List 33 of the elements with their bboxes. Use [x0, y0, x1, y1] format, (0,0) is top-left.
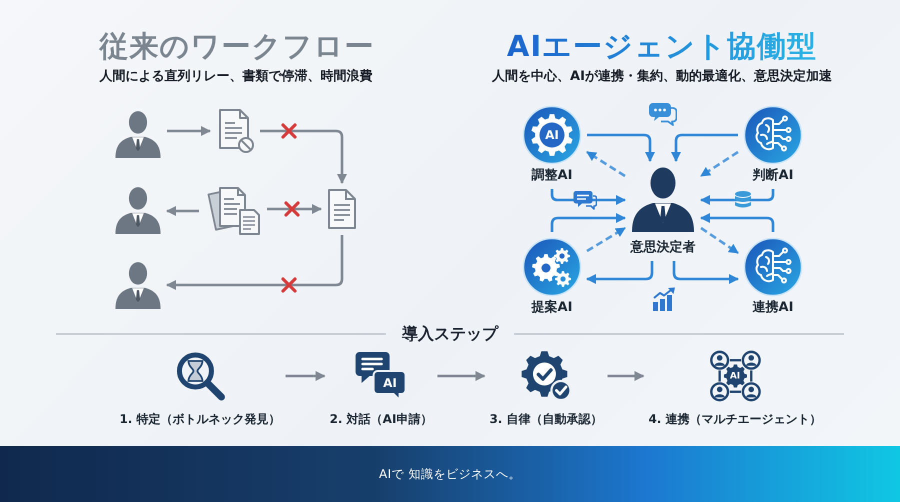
arrow: [586, 150, 626, 178]
icon-text: AI: [545, 129, 559, 141]
panel-subtitle: 人間を中心、AIが連携・集約、動的最適化、意思決定加速: [492, 68, 832, 85]
arrow: [166, 206, 199, 216]
agent-label: 調整AI: [532, 168, 572, 184]
arrow: [437, 371, 486, 381]
arrow: [167, 126, 211, 136]
arrow: [671, 134, 738, 162]
icon-text: AI: [730, 372, 740, 381]
icon-text: AI: [383, 376, 397, 388]
step-label: 1. 特定（ボトルネック発見）: [119, 412, 281, 427]
arrow: [586, 226, 626, 252]
arrow: [608, 371, 644, 381]
arrow: [587, 134, 655, 162]
agent-label: 判断AI: [752, 168, 794, 184]
agent-label: 提案AI: [532, 300, 572, 316]
step-label: 3. 自律（自動承認）: [489, 412, 603, 427]
arrow: [166, 235, 344, 290]
tagline-text: AIで 知識をビジネスへ。: [378, 466, 522, 482]
section-heading: 導入ステップ: [402, 324, 498, 344]
arrow: [700, 150, 739, 178]
arrow: [586, 261, 654, 284]
panel-subtitle: 人間による直列リレー、書類で停滞、時間浪費: [100, 68, 372, 85]
role-label: 意思決定者: [630, 240, 696, 256]
arrow: [267, 204, 322, 214]
arrow: [260, 130, 347, 184]
agent-label: 連携AI: [752, 300, 794, 316]
arrow: [672, 261, 739, 284]
arrow: [700, 226, 739, 254]
arrow: [286, 371, 326, 381]
step-label: 4. 連携（マルチエージェント）: [648, 412, 822, 427]
step-label: 2. 対話（AI申請）: [330, 412, 432, 427]
panel-title: 従来のワークフロー: [100, 28, 374, 64]
